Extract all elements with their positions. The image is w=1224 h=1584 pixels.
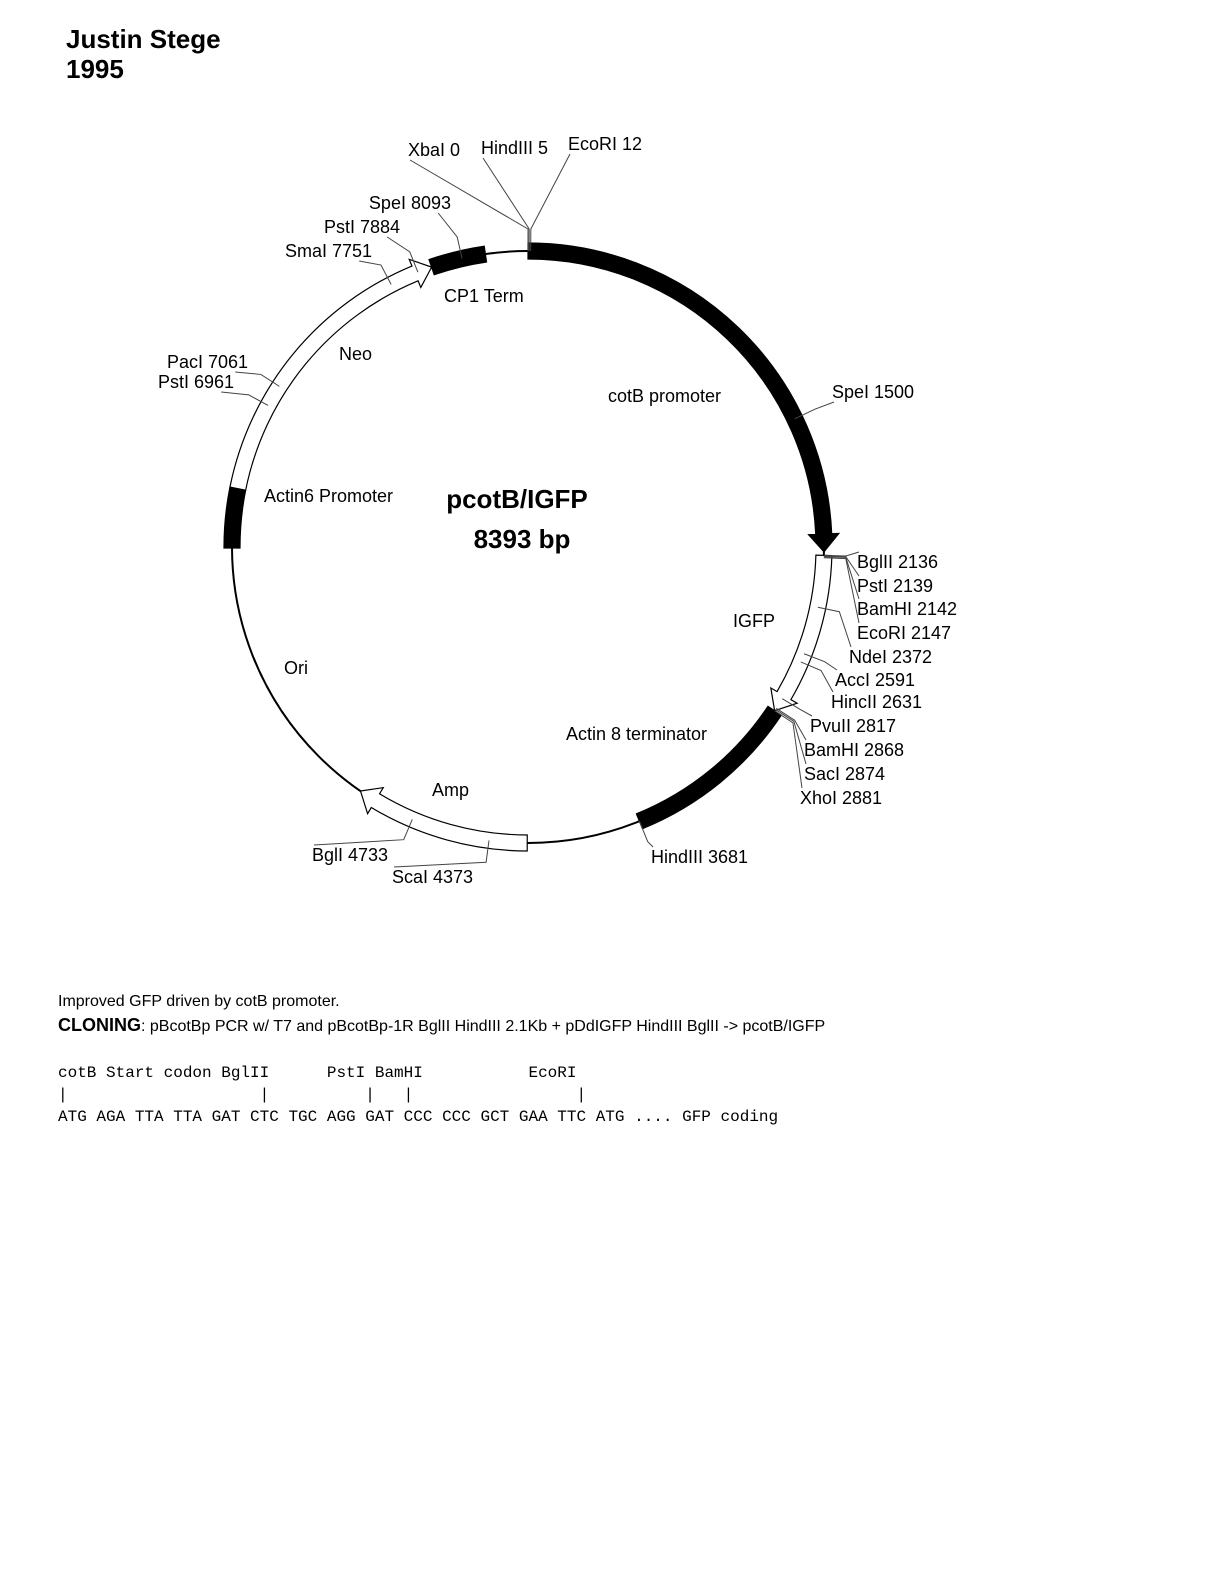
site-leader-xbai-0 — [409, 159, 529, 251]
site-leader-psti-2139 — [823, 555, 860, 577]
feature-label-neo: Neo — [339, 344, 372, 364]
feature-label-igfp: IGFP — [733, 611, 775, 631]
site-leader-bglii-2136 — [823, 551, 860, 557]
site-label-hincii-2631: HincII 2631 — [831, 692, 922, 712]
site-label-hindiii-3681: HindIII 3681 — [651, 847, 748, 867]
sequence-dna-line: ATG AGA TTA TTA GAT CTC TGC AGG GAT CCC … — [58, 1108, 779, 1126]
feature-label-amp: Amp — [432, 780, 469, 800]
site-label-paci-7061: PacI 7061 — [167, 352, 248, 372]
site-label-spei-1500: SpeI 1500 — [832, 382, 914, 402]
feature-arc-actin6-promoter — [223, 486, 247, 549]
feature-label-ori: Ori — [284, 658, 308, 678]
site-label-scai-4373: ScaI 4373 — [392, 867, 473, 887]
site-leader-smai-7751 — [359, 260, 392, 285]
site-label-pvuii-2817: PvuII 2817 — [810, 716, 896, 736]
feature-label-actin6-promoter: Actin6 Promoter — [264, 486, 393, 506]
feature-arc-actin-8-terminator — [635, 705, 783, 830]
site-leader-ecori-12 — [530, 153, 571, 252]
site-label-spei-8093: SpeI 8093 — [369, 193, 451, 213]
site-label-bglii-2136: BglII 2136 — [857, 552, 938, 572]
site-leader-xhoi-2881 — [774, 710, 803, 789]
site-label-bamhi-2868: BamHI 2868 — [804, 740, 904, 760]
feature-arc-cotb-promoter — [527, 242, 841, 553]
site-label-psti-7884: PstI 7884 — [324, 217, 400, 237]
sequence-block: cotB Start codon BglII PstI BamHI EcoRI … — [58, 1062, 778, 1128]
site-label-acci-2591: AccI 2591 — [835, 670, 915, 690]
site-label-ecori-2147: EcoRI 2147 — [857, 623, 951, 643]
cloning-text: : pBcotBp PCR w/ T7 and pBcotBp-1R BglII… — [141, 1018, 826, 1035]
site-leader-psti-7884 — [386, 236, 419, 273]
site-leader-ecori-2147 — [823, 557, 860, 624]
site-leader-spei-8093 — [437, 212, 463, 259]
feature-arc-igfp — [770, 554, 833, 712]
site-leader-saci-2874 — [775, 708, 807, 765]
site-leader-scai-4373 — [393, 840, 490, 868]
site-leader-bgli-4733 — [313, 819, 413, 846]
site-label-hindiii-5: HindIII 5 — [481, 138, 548, 158]
cloning-line: CLONING: pBcotBp PCR w/ T7 and pBcotBp-1… — [58, 1012, 825, 1040]
site-label-ndei-2372: NdeI 2372 — [849, 647, 932, 667]
site-label-bgli-4733: BglI 4733 — [312, 845, 388, 865]
site-leader-spei-1500 — [794, 401, 835, 420]
site-leader-hindiii-5 — [482, 157, 530, 252]
site-leader-pvuii-2817 — [781, 698, 813, 717]
site-label-xhoi-2881: XhoI 2881 — [800, 788, 882, 808]
plasmid-size: 8393 bp — [474, 524, 571, 554]
header: Justin Stege 1995 — [66, 24, 221, 84]
site-label-smai-7751: SmaI 7751 — [285, 241, 372, 261]
feature-arc-cp1-term — [428, 245, 488, 276]
notes: Improved GFP driven by cotB promoter. CL… — [58, 992, 825, 1040]
feature-arc-amp — [359, 786, 528, 852]
feature-label-cotb-promoter: cotB promoter — [608, 386, 721, 406]
site-label-psti-2139: PstI 2139 — [857, 576, 933, 596]
author-name: Justin Stege — [66, 24, 221, 54]
site-leader-paci-7061 — [235, 371, 280, 387]
feature-label-cp1-term: CP1 Term — [444, 286, 524, 306]
sequence-annotation-line: cotB Start codon BglII PstI BamHI EcoRI — [58, 1064, 577, 1082]
sequence-marker-line: | | | | | — [58, 1086, 587, 1104]
site-label-xbai-0: XbaI 0 — [408, 140, 460, 160]
plasmid-name: pcotB/IGFP — [446, 484, 588, 514]
description: Improved GFP driven by cotB promoter. — [58, 993, 340, 1010]
site-label-saci-2874: SacI 2874 — [804, 764, 885, 784]
feature-layer — [223, 242, 841, 852]
site-leader-bamhi-2142 — [823, 556, 860, 600]
cloning-label: CLONING — [58, 1015, 141, 1035]
year: 1995 — [66, 54, 124, 84]
site-leader-bamhi-2868 — [775, 707, 807, 741]
site-leader-hindiii-3681 — [638, 821, 654, 848]
site-label-bamhi-2142: BamHI 2142 — [857, 599, 957, 619]
site-label-psti-6961: PstI 6961 — [158, 372, 234, 392]
site-label-ecori-12: EcoRI 12 — [568, 134, 642, 154]
site-leader-ndei-2372 — [817, 606, 852, 648]
site-leader-psti-6961 — [221, 391, 269, 406]
site-leader-hincii-2631 — [800, 661, 834, 693]
feature-label-actin8-terminator: Actin 8 terminator — [566, 724, 707, 744]
site-leader-acci-2591 — [803, 653, 838, 671]
